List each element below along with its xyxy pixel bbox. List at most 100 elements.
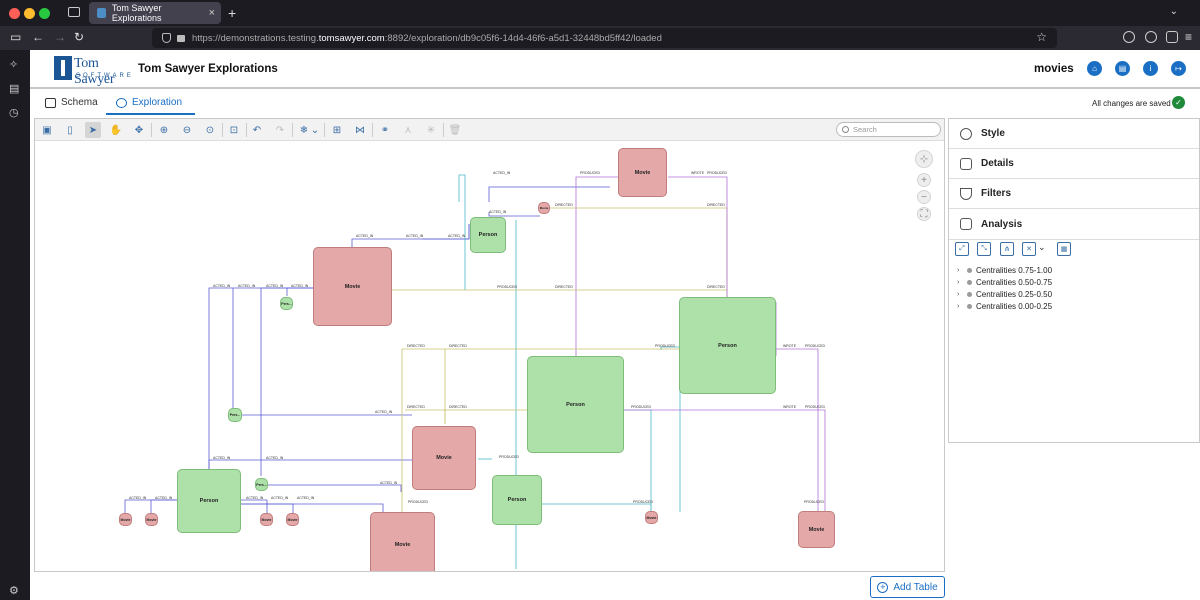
reload-icon[interactable]: ↻ [74, 30, 85, 44]
graph-node-movie[interactable]: Movie [370, 512, 435, 571]
section-filters[interactable]: Filters [949, 179, 1199, 209]
graph-node-movie[interactable]: Movie [145, 513, 158, 526]
list-icon [960, 158, 972, 170]
chevron-down-icon[interactable]: ⌄ [310, 124, 320, 136]
select-tool-icon[interactable]: ➤ [85, 122, 101, 138]
history-icon[interactable]: ◷ [9, 107, 19, 119]
menu-icon[interactable]: ≡ [1185, 30, 1193, 44]
graph-node-movie[interactable]: Movie [313, 247, 392, 326]
fit-to-window-icon[interactable]: ⊡ [229, 124, 239, 136]
undo-icon[interactable]: ↶ [252, 124, 262, 136]
close-tab-icon[interactable]: × [208, 7, 215, 19]
edge-label: ACTED_IN [356, 234, 374, 238]
expand-icon[interactable]: ⤢ [955, 242, 969, 256]
company-logo[interactable]: Tom Sawyer SOFTWARE [54, 56, 131, 87]
section-details[interactable]: Details [949, 149, 1199, 179]
tab-schema[interactable]: Schema [45, 97, 98, 108]
url-bar[interactable]: https://demonstrations.testing.tomsawyer… [152, 28, 1057, 48]
add-table-button[interactable]: + Add Table [870, 576, 945, 598]
zoom-in-icon[interactable]: ⊕ [159, 124, 169, 136]
zoom-out-control-icon[interactable]: − [917, 190, 931, 204]
graph-node-movie[interactable]: Movie [798, 511, 835, 548]
merge-icon[interactable]: ⋏ [404, 124, 412, 136]
graph-node-person[interactable]: Pers... [255, 478, 268, 491]
chevron-right-icon[interactable]: › [957, 290, 960, 298]
chevron-down-icon[interactable]: ⌄ [1038, 242, 1046, 252]
add-node-icon[interactable]: ⊞ [332, 124, 342, 136]
binoculars-icon[interactable]: ⚭ [380, 124, 390, 136]
report-icon[interactable]: ▦ [1057, 242, 1071, 256]
back-icon[interactable]: ← [32, 30, 44, 44]
graph-node-movie[interactable]: Movie [260, 513, 273, 526]
edge-directed [550, 207, 728, 302]
export-image-icon[interactable]: ▣ [42, 124, 52, 136]
tree-item[interactable]: › Centralities 0.25-0.50 [957, 288, 1052, 300]
edge-acted-in [422, 224, 470, 240]
move-tool-icon[interactable]: ✥ [134, 124, 144, 136]
explode-icon[interactable]: ✳ [426, 124, 436, 136]
synced-tabs-icon[interactable]: ▤ [9, 83, 20, 95]
graph-node-person[interactable]: Pers... [228, 408, 242, 422]
bookmark-star-icon[interactable]: ☆ [1036, 30, 1047, 44]
graph-node-person[interactable]: Person [679, 297, 776, 394]
edge-acted-in [208, 459, 412, 469]
window-maximize-button[interactable] [39, 8, 50, 19]
pan-control-icon[interactable]: ⊹ [915, 150, 933, 168]
ai-chat-icon[interactable]: ✧ [9, 59, 19, 71]
graph-node-movie[interactable]: Movie [286, 513, 299, 526]
forward-icon[interactable]: → [54, 30, 66, 44]
extensions-icon[interactable] [1166, 31, 1178, 43]
chevron-down-icon[interactable]: ⌄ [1169, 6, 1178, 17]
analysis-tree: › Centralities 0.75-1.00 › Centralities … [957, 264, 1052, 312]
pan-tool-icon[interactable]: ✋ [109, 124, 123, 136]
chevron-right-icon[interactable]: › [957, 302, 960, 310]
graph-area[interactable]: ACTED_IN PRODUCED PRODUCED WROTE PRODUCE… [35, 142, 944, 571]
share-icon[interactable]: ⋔ [1000, 242, 1014, 256]
browser-tab[interactable]: Tom Sawyer Explorations × [89, 2, 221, 24]
export-document-icon[interactable]: ▯ [67, 124, 73, 136]
tab-exploration[interactable]: Exploration [116, 97, 182, 108]
home-icon[interactable]: ⌂ [1087, 61, 1102, 76]
window-minimize-button[interactable] [24, 8, 35, 19]
zoom-fit-icon[interactable]: ⊙ [205, 124, 215, 136]
tree-item[interactable]: › Centralities 0.50-0.75 [957, 276, 1052, 288]
section-style[interactable]: Style [949, 119, 1199, 149]
settings-gear-icon[interactable]: ⚙ [9, 585, 19, 597]
graph-node-movie[interactable]: Movie [645, 511, 658, 524]
document-icon[interactable]: ▤ [1115, 61, 1130, 76]
dot-icon [967, 279, 972, 285]
zoom-out-icon[interactable]: ⊖ [182, 124, 192, 136]
graph-node-person[interactable]: Pers... [280, 297, 293, 310]
graph-node-person[interactable]: Person [527, 356, 624, 453]
tree-item[interactable]: › Centralities 0.75-1.00 [957, 264, 1052, 276]
pocket-icon[interactable] [1123, 31, 1135, 43]
delete-icon[interactable]: 🗑 [448, 124, 462, 136]
graph-node-movie[interactable]: Movie [538, 202, 550, 214]
chevron-right-icon[interactable]: › [957, 266, 960, 274]
fullscreen-control-icon[interactable]: ⛶ [917, 207, 931, 221]
chevron-right-icon[interactable]: › [957, 278, 960, 286]
graph-node-movie[interactable]: Movie [412, 426, 476, 490]
graph-node-movie[interactable]: Movie [119, 513, 132, 526]
collapse-icon[interactable]: ⤡ [977, 242, 991, 256]
redo-icon[interactable]: ↷ [275, 124, 285, 136]
layout-icon[interactable]: ❄ [299, 124, 309, 136]
expand-neighbors-icon[interactable]: ⋈ [355, 124, 365, 136]
graph-node-person[interactable]: Person [177, 469, 241, 533]
graph-node-movie[interactable]: Movie [618, 148, 667, 197]
account-icon[interactable] [1145, 31, 1157, 43]
graph-search-input[interactable]: Search [836, 122, 941, 137]
tree-item[interactable]: › Centralities 0.00-0.25 [957, 300, 1052, 312]
logout-icon[interactable]: ↦ [1171, 61, 1186, 76]
edge-wrote [776, 348, 819, 512]
window-close-button[interactable] [9, 8, 20, 19]
graph-node-person[interactable]: Person [470, 217, 506, 253]
zoom-in-control-icon[interactable]: + [917, 173, 931, 187]
new-tab-icon[interactable]: + [228, 5, 237, 21]
section-analysis[interactable]: Analysis [949, 209, 1199, 239]
cluster-icon[interactable]: ✕ [1022, 242, 1036, 256]
tab-overview-icon[interactable] [68, 7, 80, 17]
graph-node-person[interactable]: Person [492, 475, 542, 525]
info-icon[interactable]: i [1143, 61, 1158, 76]
sidebar-toggle-icon[interactable]: ▭ [10, 30, 22, 44]
